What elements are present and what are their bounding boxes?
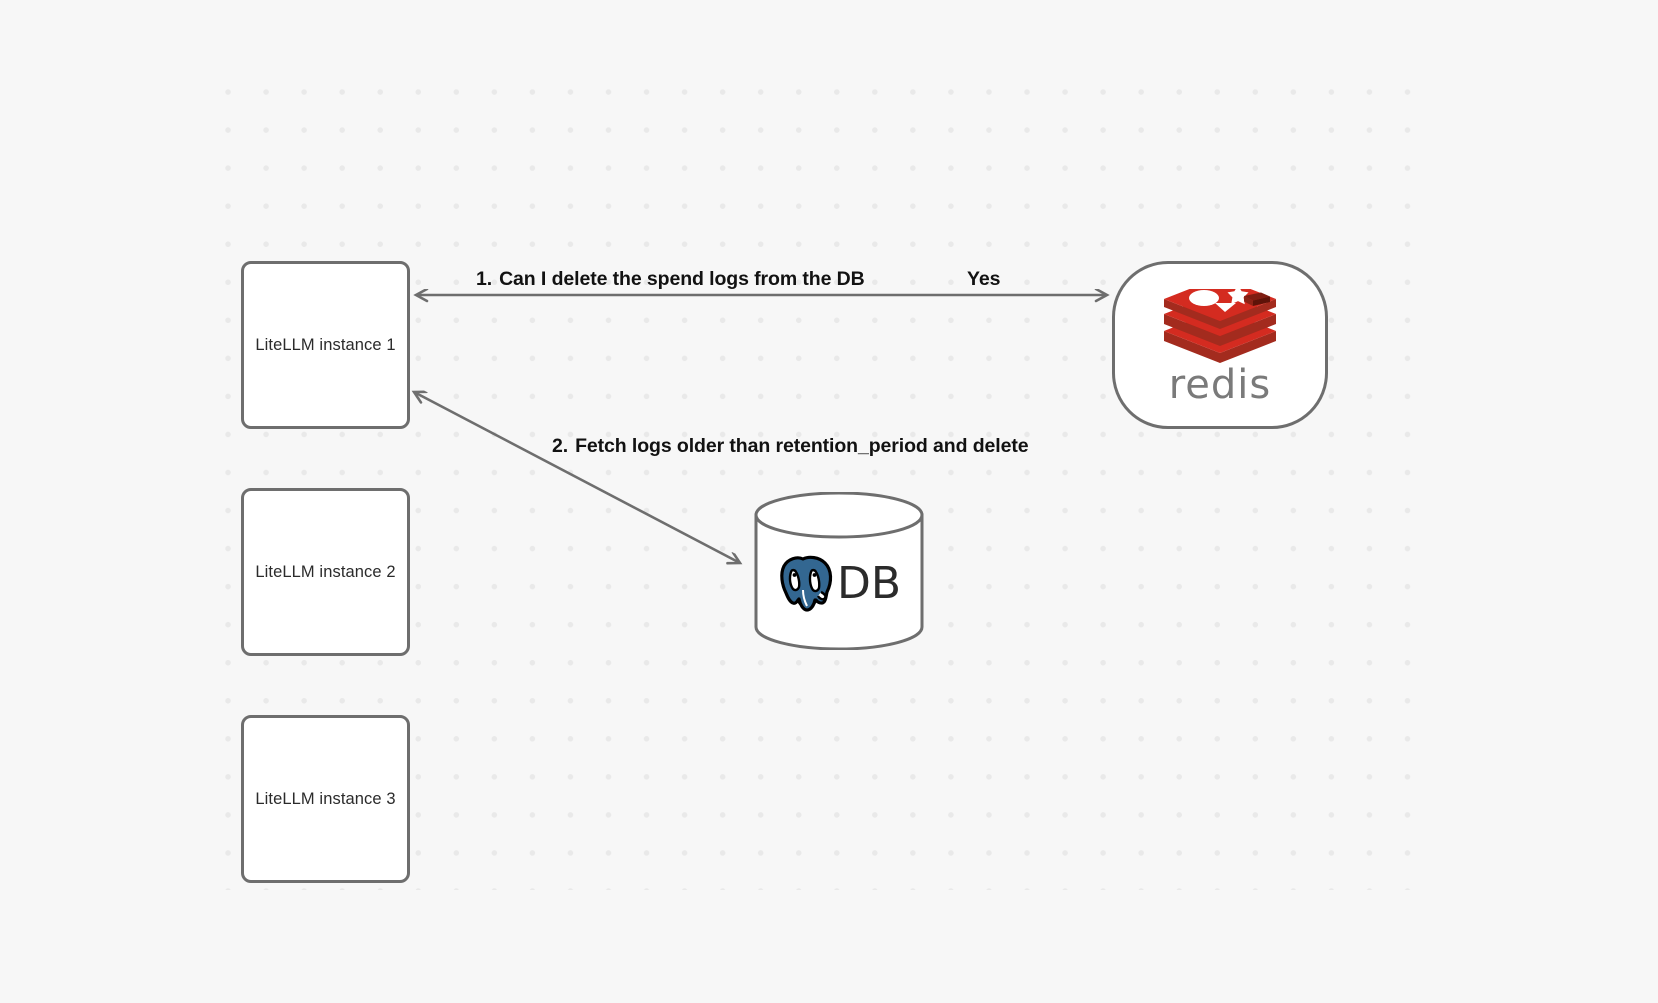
database-content: DB: [753, 492, 925, 650]
redis-stack-icon: [1164, 289, 1276, 363]
edge-2-text: Fetch logs older than retention_period a…: [575, 435, 1029, 457]
node-litellm-instance-2[interactable]: LiteLLM instance 2: [241, 488, 410, 656]
node-litellm-instance-2-label: LiteLLM instance 2: [255, 562, 396, 581]
edge-1-label: 1. Can I delete the spend logs from the D…: [476, 268, 865, 291]
edge-1-answer-label: Yes: [967, 268, 1001, 290]
edge-2-label: 2. Fetch logs older than retention_period…: [552, 435, 1029, 458]
node-litellm-instance-1[interactable]: LiteLLM instance 1: [241, 261, 410, 429]
redis-logo: redis: [1162, 289, 1278, 405]
edge-1-number: 1.: [476, 268, 493, 290]
edge-2-number: 2.: [552, 435, 569, 457]
edge-litellm1-db: [414, 392, 740, 563]
node-redis[interactable]: redis: [1112, 261, 1328, 429]
database-cylinder-shape: [754, 492, 924, 650]
node-litellm-instance-1-label: LiteLLM instance 1: [255, 335, 396, 354]
database-label: DB: [836, 558, 902, 609]
node-database[interactable]: DB: [753, 492, 925, 650]
node-litellm-instance-3-label: LiteLLM instance 3: [255, 789, 396, 808]
redis-wordmark: redis: [1168, 362, 1272, 408]
postgresql-elephant-icon: [780, 555, 833, 612]
node-litellm-instance-3[interactable]: LiteLLM instance 3: [241, 715, 410, 883]
edge-1-text: Can I delete the spend logs from the DB: [499, 268, 865, 290]
